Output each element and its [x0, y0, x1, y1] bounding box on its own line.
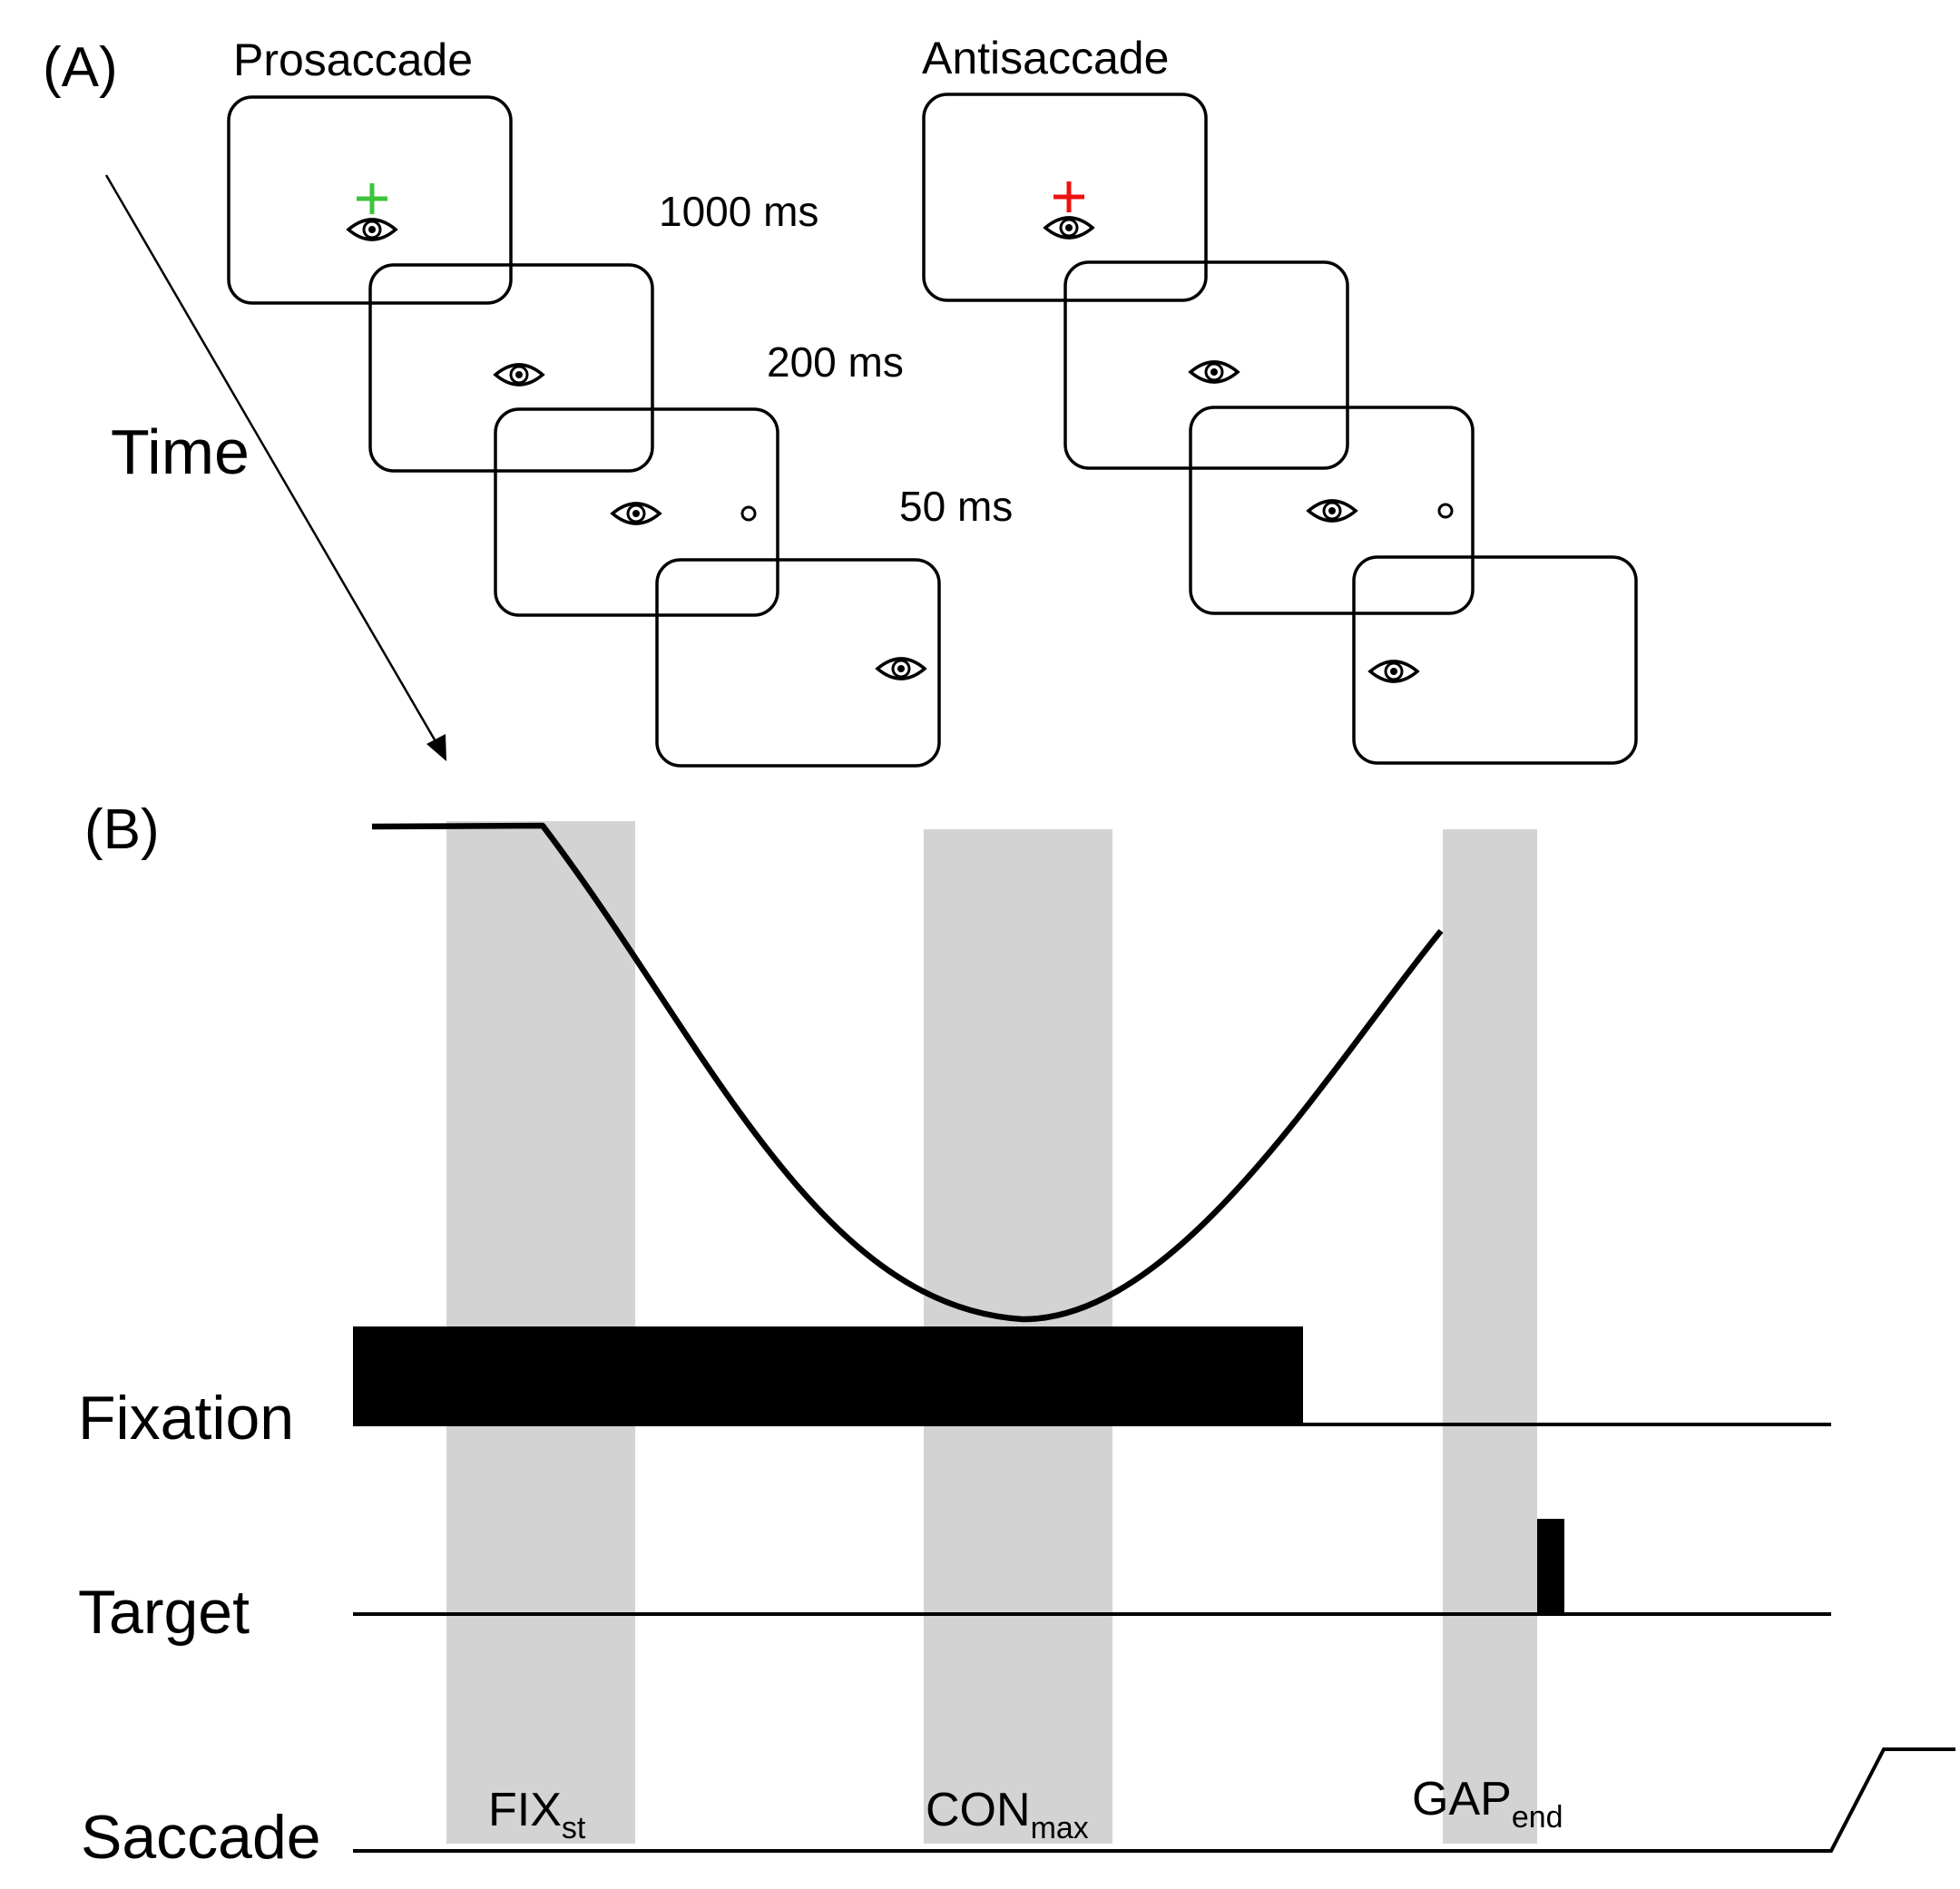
eye-icon — [1044, 216, 1094, 240]
eye-icon — [347, 218, 397, 241]
fixation-on-bar — [353, 1326, 1303, 1425]
antisaccade-sequence: Antisaccade — [922, 33, 1638, 765]
duration-200ms: 200 ms — [767, 338, 904, 386]
eye-icon — [876, 657, 926, 680]
screen-response — [1352, 555, 1638, 765]
saccade-trace — [353, 1747, 1955, 1853]
screen-target — [494, 407, 779, 617]
fixation-cross-icon — [357, 183, 387, 214]
time-arrow-icon — [104, 174, 446, 761]
eye-icon — [611, 502, 662, 525]
row-label-saccade: Saccade — [81, 1803, 321, 1872]
gap-end-window — [1443, 829, 1537, 1844]
antisaccade-title: Antisaccade — [922, 33, 1169, 83]
prosaccade-sequence: Prosaccade — [227, 34, 941, 768]
eye-icon — [1368, 660, 1419, 683]
fixation-signal-trace — [371, 822, 1444, 1323]
prosaccade-title: Prosaccade — [233, 34, 473, 85]
panel-a-label: (A) — [43, 36, 118, 99]
panel-b-label: (B) — [84, 798, 160, 861]
eye-icon — [1189, 360, 1240, 384]
target-dot-icon — [1437, 503, 1454, 519]
event-label-gap-end: GAPend — [1412, 1773, 1563, 1835]
time-label: Time — [111, 416, 250, 487]
screen-gap — [368, 263, 654, 473]
screen-target — [1189, 406, 1475, 615]
row-label-target: Target — [78, 1578, 250, 1647]
fixation-cross-icon — [1054, 181, 1084, 212]
eye-icon — [1307, 499, 1357, 523]
target-pulse — [1537, 1519, 1564, 1615]
event-label-fix-start: FIXst — [488, 1784, 586, 1845]
duration-1000ms: 1000 ms — [659, 188, 818, 235]
screen-gap — [1063, 260, 1349, 470]
duration-50ms: 50 ms — [899, 483, 1013, 530]
row-label-fixation: Fixation — [78, 1384, 294, 1453]
event-label-con-max: CONmax — [926, 1784, 1089, 1845]
panel-b: (B) Fixation Target Saccade FIXst CONmax… — [78, 798, 1955, 1872]
screen-response — [655, 558, 941, 768]
target-dot-icon — [740, 505, 757, 522]
panel-a: (A) Time 1000 ms 200 ms 50 ms Prosaccade — [43, 33, 1638, 768]
eye-icon — [494, 363, 544, 387]
